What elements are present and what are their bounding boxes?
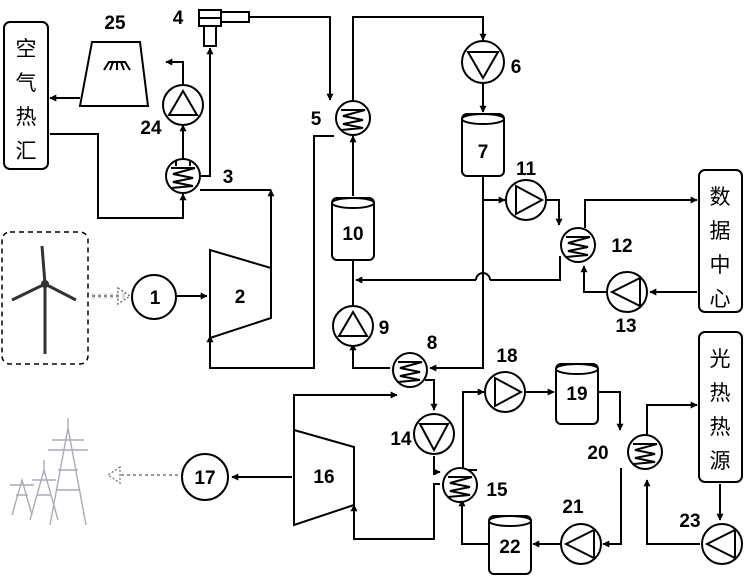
data-center-label-2: 据 [710,219,731,243]
label-12: 12 [611,236,632,257]
label-15: 15 [486,480,508,501]
solar-heat-source-box: 光 热 热 源 [698,331,743,483]
component-14-pump [413,413,455,455]
solar-heat-source-label-4: 源 [710,449,731,473]
label-10: 10 [342,224,363,245]
label-8: 8 [427,333,438,354]
label-21: 21 [562,497,584,518]
label-7: 7 [478,142,489,163]
component-19-tank [555,363,599,425]
air-heat-sink-label-1: 空 [16,37,37,61]
component-21-pump [560,523,602,565]
label-9: 9 [379,318,390,339]
component-4-valve [198,9,250,47]
component-15-heat-exchanger [442,467,478,503]
component-17-generator [181,453,229,501]
label-25: 25 [104,13,126,34]
label-23: 23 [679,511,700,532]
label-2: 2 [235,287,246,308]
data-center-label-4: 心 [710,287,731,311]
component-9-pump [332,305,374,347]
label-1: 1 [150,288,161,309]
wind-turbine-icon [1,231,89,365]
air-heat-sink-box: 空 气 热 汇 [3,21,49,170]
component-12-heat-exchanger [560,227,596,263]
label-16: 16 [313,467,334,488]
component-24-pump [162,84,204,126]
component-5-heat-exchanger [335,100,371,136]
component-18-pump [484,371,526,413]
component-25-cooling-tower [78,41,150,107]
label-13: 13 [615,316,636,337]
component-2-compressor [209,248,272,340]
label-3: 3 [223,167,234,188]
component-3-heat-exchanger [165,158,201,194]
air-heat-sink-label-4: 汇 [16,139,37,163]
component-20-heat-exchanger [627,434,663,470]
component-10-tank [331,197,375,261]
label-5: 5 [311,109,322,130]
label-11: 11 [516,159,537,180]
label-20: 20 [587,443,608,464]
data-center-box: 数 据 中 心 [698,169,743,313]
solar-heat-source-label-3: 热 [710,415,731,439]
component-number-labels: 1 2 3 4 5 6 7 8 9 10 11 12 13 14 15 16 1… [104,8,700,558]
label-18: 18 [496,346,517,367]
component-11-pump [505,179,547,221]
label-17: 17 [194,468,215,489]
data-center-label-3: 中 [710,253,731,277]
component-13-pump [606,271,648,313]
component-6-pump [461,40,505,84]
component-16-turbine [293,428,355,527]
component-8-heat-exchanger [392,352,428,388]
component-7-tank [461,113,505,177]
solar-heat-source-label-1: 光 [710,347,731,371]
component-22-tank [488,515,532,575]
solar-heat-source-label-2: 热 [710,381,731,405]
component-23-pump [701,523,743,565]
component-1-motor [131,274,177,320]
air-heat-sink-label-2: 气 [16,71,37,95]
data-center-label-1: 数 [710,185,731,209]
connection-lines [49,16,724,548]
label-4: 4 [173,8,184,29]
transmission-tower-icon [10,418,88,526]
label-22: 22 [499,537,520,558]
label-19: 19 [566,384,587,405]
label-24: 24 [140,118,162,139]
label-14: 14 [390,429,412,450]
label-6: 6 [511,57,522,78]
air-heat-sink-label-3: 热 [16,105,37,129]
